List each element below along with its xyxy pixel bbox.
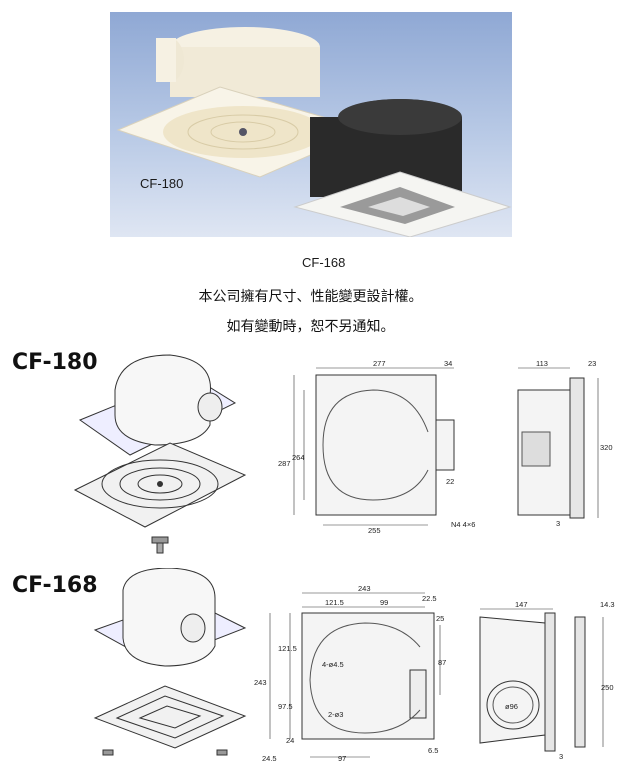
- notice-line-2: 如有變動時，恕不另通知。: [226, 319, 395, 335]
- cf180-front-drawing: 277 34 264 287 22 255 N4 4×6: [278, 360, 475, 535]
- cf180-dim-113: 113: [536, 360, 548, 368]
- cf168-dim-87: 87: [438, 658, 446, 667]
- cf180-dim-287: 287: [278, 459, 291, 468]
- cf168-dim-99: 99: [380, 598, 388, 607]
- cf168-note-hole-4: 4-ø4.5: [322, 660, 344, 669]
- cf168-exploded-view: [93, 568, 247, 756]
- cf180-dim-320: 320: [600, 443, 613, 452]
- cf180-dim-3: 3: [556, 519, 560, 528]
- cf168-dim-25: 25: [436, 614, 444, 623]
- cf180-dim-23: 23: [588, 360, 596, 368]
- cf168-dim-3: 3: [559, 752, 563, 761]
- cf168-dim-6-5: 6.5: [428, 746, 438, 755]
- cf168-dim-121-5-height: 121.5: [278, 644, 297, 653]
- cf168-note-hole-2: 2-ø3: [328, 710, 343, 719]
- cf180-note-n4: N4 4×6: [451, 520, 475, 529]
- cf168-dim-24: 24: [286, 736, 294, 745]
- cf180-dim-255: 255: [368, 526, 381, 535]
- product-photo: CF-180: [110, 12, 512, 237]
- cf168-dim-147: 147: [515, 600, 528, 609]
- cf180-dim-264: 264: [292, 453, 305, 462]
- cf168-dim-243-width: 243: [358, 585, 371, 593]
- cf168-dim-243-height: 243: [254, 678, 267, 687]
- photo-label-cf168: CF-168: [302, 255, 346, 270]
- photo-label-cf180: CF-180: [140, 176, 184, 191]
- cf168-dim-250: 250: [601, 683, 614, 692]
- cf180-dim-22: 22: [446, 477, 454, 486]
- model-title-cf168: CF-168: [12, 573, 98, 598]
- cf168-dim-24-5: 24.5: [262, 754, 277, 763]
- cf168-dim-97-5: 97.5: [278, 702, 293, 711]
- cf180-side-drawing: 113 23 320 3: [517, 360, 613, 528]
- cf180-exploded-view: [73, 354, 247, 554]
- cf168-dim-dia-96: ø96: [505, 702, 518, 711]
- cf168-dim-22-5: 22.5: [422, 594, 437, 603]
- cf168-dim-121-5-width: 121.5: [325, 598, 344, 607]
- cf168-dim-97: 97: [338, 754, 346, 763]
- model-title-cf180: CF-180: [12, 350, 98, 375]
- cf168-dim-14-3: 14.3: [600, 600, 615, 609]
- cf168-side-drawing: 147 14.3 250 ø96 3: [479, 600, 615, 761]
- cf168-front-drawing: 243 121.5 99 22.5 25 121.5 4-ø4.5 87 243…: [254, 585, 446, 763]
- notice-line-1: 本公司擁有尺寸、性能變更設計權。: [198, 289, 423, 305]
- cf180-dim-34: 34: [444, 360, 452, 368]
- product-photo-illustration: [116, 27, 512, 237]
- cf180-dim-277: 277: [373, 360, 386, 368]
